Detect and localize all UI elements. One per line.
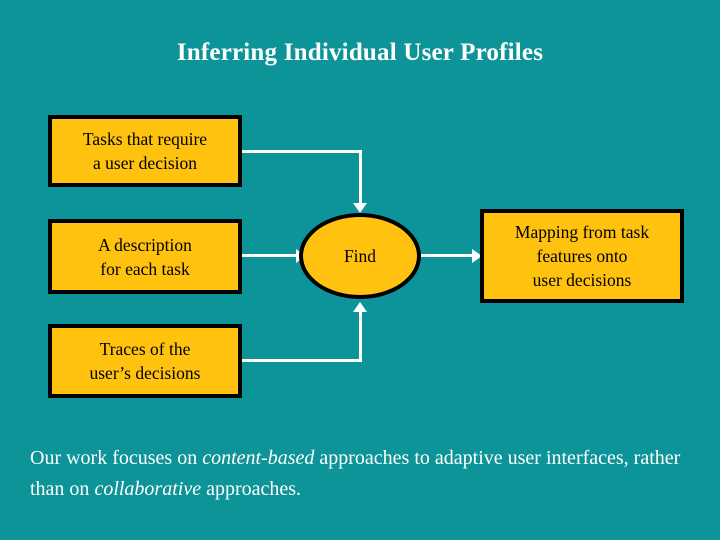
arrowhead-right-icon <box>472 249 482 263</box>
node-mapping-line-2: features onto <box>536 246 628 266</box>
node-tasks-line-2: a user decision <box>93 153 197 173</box>
node-mapping-line-3: user decisions <box>532 270 632 290</box>
caption-part-3: approaches. <box>201 478 302 500</box>
node-traces-of-the-users-decisions: Traces of the user’s decisions <box>48 324 242 398</box>
node-tasks-line-1: Tasks that require <box>82 129 208 149</box>
node-description-line-2: for each task <box>100 258 190 279</box>
node-traces-line-1: Traces of the <box>99 339 191 359</box>
node-traces-line-2: user’s decisions <box>89 363 201 383</box>
connector-tasks-to-find-vertical <box>359 150 362 207</box>
connector-find-to-mapping <box>421 254 476 257</box>
node-find-label: Find <box>343 245 377 266</box>
connector-description-to-find <box>242 254 300 257</box>
arrowhead-down-icon <box>353 203 367 213</box>
connector-traces-to-find-vertical <box>359 312 362 362</box>
node-mapping-line-1: Mapping from task <box>514 222 650 242</box>
caption-emphasis-content-based: content-based <box>202 447 315 469</box>
node-a-description-for-each-task: A description for each task <box>48 219 242 294</box>
page-title: Inferring Individual User Profiles <box>176 39 544 66</box>
node-tasks-that-require-a-user-decision: Tasks that require a user decision <box>48 115 242 187</box>
node-find-ellipse: Find <box>299 213 421 299</box>
connector-traces-to-find-horizontal <box>242 359 362 362</box>
node-mapping-from-task-features-onto-user-decisions: Mapping from task features onto user dec… <box>480 209 684 303</box>
connector-tasks-to-find-horizontal <box>242 150 362 153</box>
node-description-line-1: A description <box>98 234 192 255</box>
caption-part-2: approaches to adaptive user interfaces, … <box>30 447 681 500</box>
arrowhead-up-icon <box>353 302 367 312</box>
caption-emphasis-collaborative: collaborative <box>94 478 202 500</box>
caption-text: Our work focuses on content-based approa… <box>30 443 690 505</box>
caption-part-1: Our work focuses on <box>30 447 203 469</box>
